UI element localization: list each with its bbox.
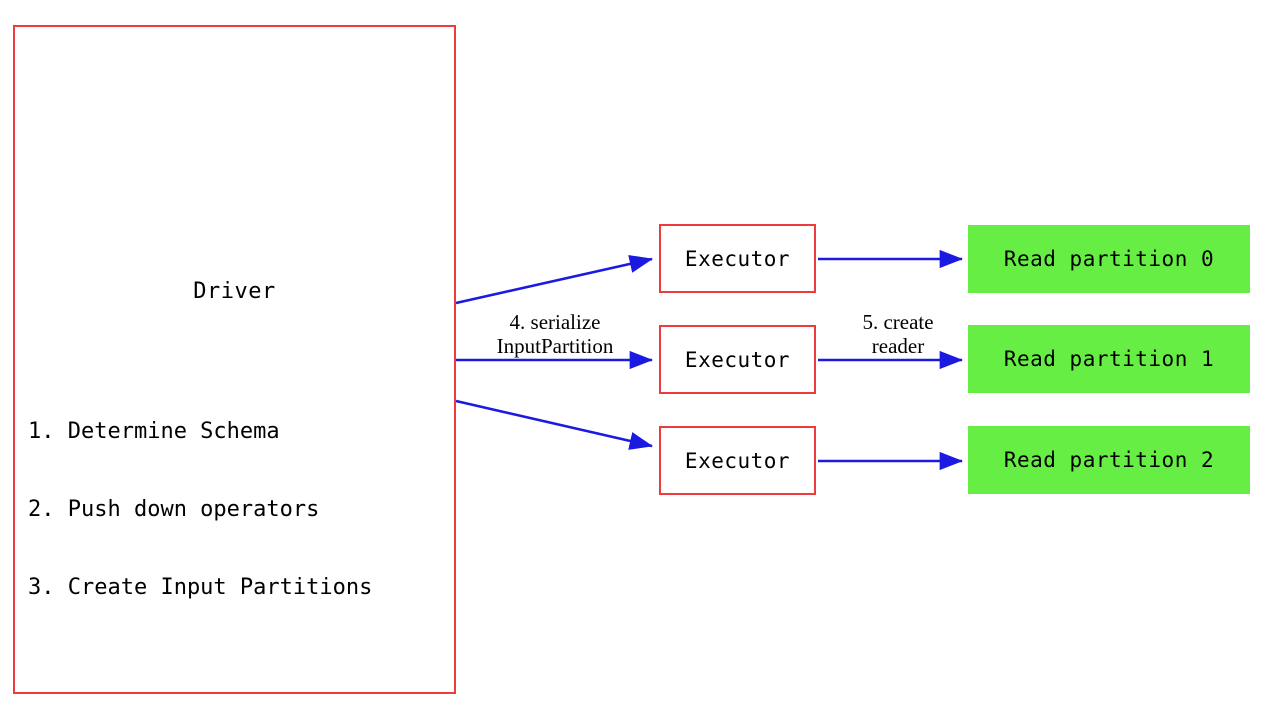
edge-label-create-reader: 5. create reader bbox=[862, 310, 934, 358]
arrow-driver-to-executor-0 bbox=[455, 255, 654, 305]
partition-box-0[interactable]: Read partition 0 bbox=[968, 225, 1250, 293]
partition-label-0: Read partition 0 bbox=[1003, 247, 1215, 271]
driver-step-1: 1. Determine Schema bbox=[28, 419, 280, 444]
arrow-driver-to-executor-2 bbox=[455, 399, 654, 450]
driver-box[interactable]: Driver 1. Determine Schema 2. Push down … bbox=[13, 25, 456, 694]
executor-box-0[interactable]: Executor bbox=[659, 224, 816, 293]
edge-label-serialize-input-partition: 4. serialize InputPartition bbox=[496, 310, 614, 358]
executor-label-1: Executor bbox=[684, 347, 791, 372]
partition-label-1: Read partition 1 bbox=[1003, 347, 1215, 371]
executor-label-2: Executor bbox=[684, 448, 791, 473]
executor-box-2[interactable]: Executor bbox=[659, 426, 816, 495]
driver-steps-list: 1. Determine Schema 2. Push down operato… bbox=[28, 367, 372, 653]
executor-box-1[interactable]: Executor bbox=[659, 325, 816, 394]
partition-box-2[interactable]: Read partition 2 bbox=[968, 426, 1250, 494]
driver-title: Driver bbox=[193, 279, 276, 304]
driver-step-3: 3. Create Input Partitions bbox=[28, 575, 373, 600]
partition-label-2: Read partition 2 bbox=[1003, 448, 1215, 472]
driver-step-2: 2. Push down operators bbox=[28, 497, 320, 522]
executor-label-0: Executor bbox=[684, 246, 791, 271]
partition-box-1[interactable]: Read partition 1 bbox=[968, 325, 1250, 393]
